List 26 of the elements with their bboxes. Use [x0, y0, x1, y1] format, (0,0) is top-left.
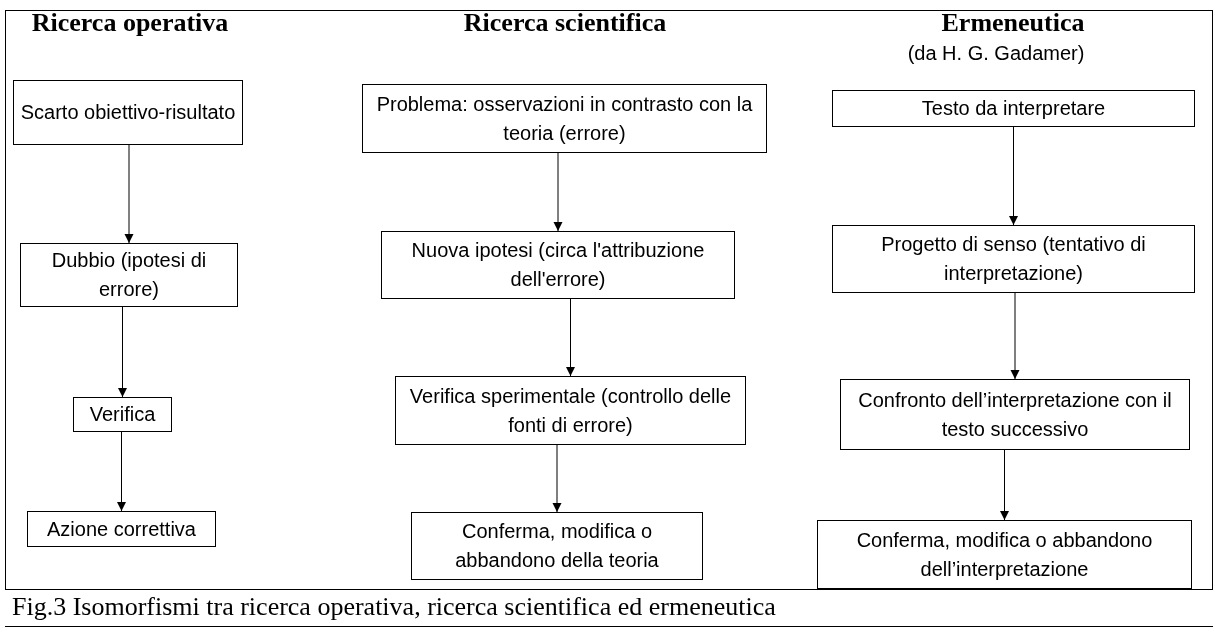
process-box: Conferma, modifica o abbandono dell’interpretazione: [817, 520, 1192, 589]
arrow: [566, 298, 575, 377]
arrow: [1000, 449, 1009, 521]
figure-caption: Fig.3 Isomorfismi tra ricerca operativa, ricerca scientifica ed ermeneutica: [12, 592, 776, 622]
arrow: [117, 431, 126, 512]
process-box: Conferma, modifica o abbandono della teoria: [411, 512, 703, 580]
process-box: Verifica sperimentale (controllo delle fonti di errore): [395, 376, 746, 445]
process-box: Verifica: [73, 397, 172, 432]
subtitle: (da H. G. Gadamer): [907, 42, 1085, 65]
arrow: [1009, 126, 1018, 226]
process-box: Azione correttiva: [27, 511, 216, 547]
arrow: [1010, 292, 1020, 380]
process-box: Confronto dell’interpretazione con il testo successivo: [840, 379, 1190, 450]
process-box: Progetto di senso (tentativo di interpretazione): [832, 225, 1195, 293]
column-heading: Ricerca scientifica: [463, 8, 667, 38]
process-box: Testo da interpretare: [832, 90, 1195, 127]
arrow: [124, 144, 134, 244]
arrow: [553, 152, 563, 232]
process-box: Scarto obiettivo-risultato: [13, 80, 243, 145]
arrow: [118, 306, 127, 398]
arrow: [552, 444, 562, 513]
process-box: Nuova ipotesi (circa l'attribuzione dell'errore): [381, 231, 735, 299]
column-heading: Ricerca operativa: [31, 8, 229, 38]
column-heading: Ermeneutica: [941, 8, 1085, 38]
process-box: Dubbio (ipotesi di errore): [20, 243, 238, 307]
process-box: Problema: osservazioni in contrasto con la teoria (errore): [362, 84, 767, 153]
